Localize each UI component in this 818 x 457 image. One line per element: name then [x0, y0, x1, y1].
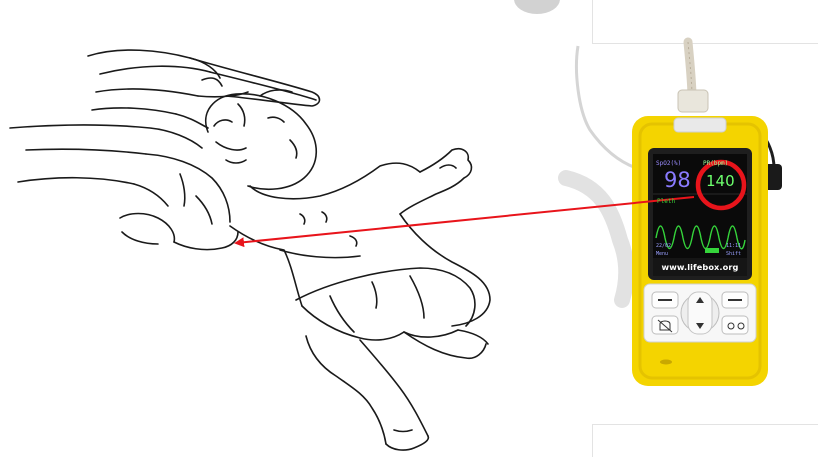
alarm-mute-button[interactable]	[652, 316, 678, 334]
menu-softkey-label: Menu	[656, 252, 668, 257]
blurred-cable	[566, 178, 626, 300]
spo2-label: SpO2(%)	[656, 161, 681, 167]
pulse-oximeter	[566, 42, 782, 386]
shift-softkey-label: Shift	[726, 252, 741, 257]
pr-label: PR(bpm)	[703, 161, 728, 167]
secondary-cable	[577, 46, 637, 168]
adult-upper-hand	[88, 50, 320, 128]
infant-body	[230, 149, 490, 326]
left-soft-button[interactable]	[652, 292, 678, 308]
infant-illustration	[10, 50, 490, 450]
adult-lower-hand	[10, 125, 238, 250]
pleth-label: Pleth	[657, 199, 675, 205]
power-button[interactable]	[722, 316, 748, 334]
cable-connector	[678, 90, 708, 112]
spo2-value: 98	[664, 170, 691, 191]
infant-head	[206, 94, 317, 189]
time-readout: 11:11	[726, 244, 741, 249]
date-readout: 22/02	[656, 244, 671, 249]
right-soft-button[interactable]	[722, 292, 748, 308]
device-logo-mark	[660, 360, 672, 365]
device-top-slot	[674, 118, 726, 132]
infant-legs	[306, 330, 488, 450]
infant-diaper	[296, 268, 475, 340]
brand-url: www.lifebox.org	[659, 262, 741, 272]
battery-indicator	[705, 248, 719, 253]
pulse-rate-value: 140	[706, 174, 735, 189]
